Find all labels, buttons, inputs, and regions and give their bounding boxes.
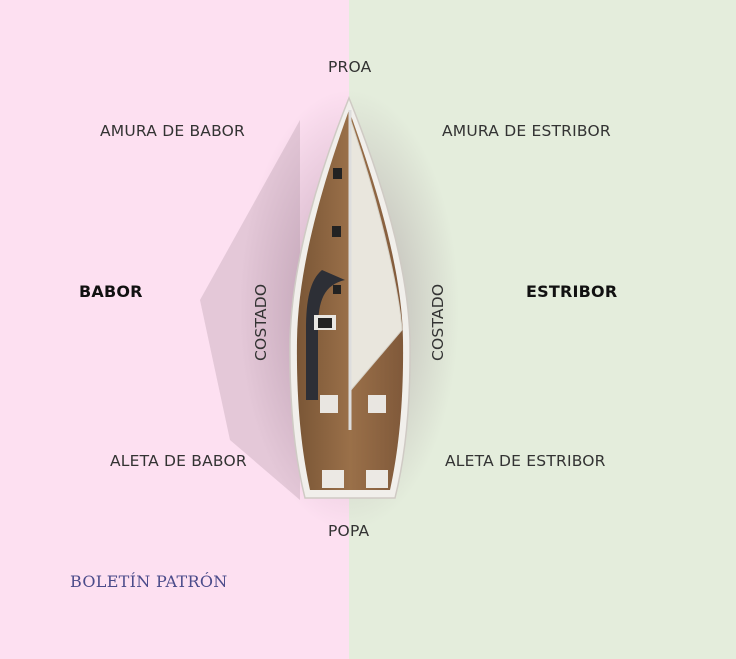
bow-label: PROA (328, 58, 372, 76)
starboard-bow-label: AMURA DE ESTRIBOR (442, 122, 611, 140)
port-quarter-label: ALETA DE BABOR (110, 452, 247, 470)
starboard-label: ESTRIBOR (526, 282, 618, 301)
port-bow-label: AMURA DE BABOR (100, 122, 246, 140)
stern-label: POPA (328, 522, 370, 540)
left-side-label: COSTADO (252, 283, 270, 361)
starboard-quarter-label: ALETA DE ESTRIBOR (445, 452, 606, 470)
cockpit-coaming (306, 270, 345, 400)
sail (349, 117, 403, 392)
boletin-patron-logo: BOLETÍN PATRÓN (70, 572, 228, 591)
port-label: BABOR (79, 282, 143, 301)
right-side-label: COSTADO (429, 283, 447, 361)
